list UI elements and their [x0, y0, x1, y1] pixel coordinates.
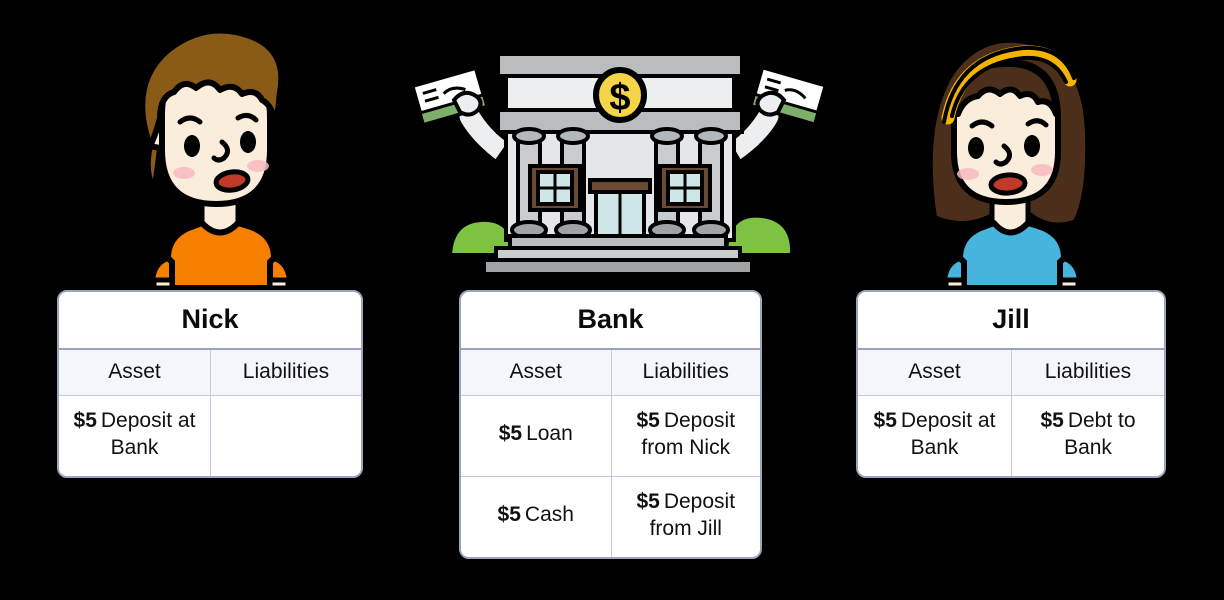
column-header-asset: Asset	[108, 360, 161, 383]
liability-label: Deposit from Nick	[641, 409, 736, 459]
table-header-row: Asset Liabilities	[461, 348, 760, 396]
asset-label: Deposit at Bank	[100, 409, 196, 459]
asset-amount: $5	[497, 503, 521, 527]
asset-label: Deposit at Bank	[900, 409, 996, 459]
svg-text:$: $	[609, 77, 630, 119]
column-header-asset: Asset	[908, 360, 961, 383]
column-header-liabilities: Liabilities	[210, 350, 361, 395]
table-title-jill: Jill	[858, 292, 1164, 348]
liability-cell	[210, 396, 361, 476]
girl-character-icon	[900, 18, 1120, 291]
boy-character-icon	[110, 18, 330, 291]
table-title-bank: Bank	[461, 292, 760, 348]
liability-label: Deposit from Jill	[649, 489, 736, 540]
bank-building-icon: $	[409, 40, 830, 290]
table-header-row: Asset Liabilities	[858, 348, 1164, 396]
asset-amount: $5	[498, 422, 523, 446]
asset-label: Cash	[524, 503, 574, 527]
column-header-liabilities: Liabilities	[610, 350, 761, 395]
asset-amount: $5	[73, 409, 97, 432]
column-header-liabilities: Liabilities	[1011, 350, 1164, 395]
liability-amount: $5	[636, 489, 660, 513]
asset-amount: $5	[873, 409, 897, 432]
table-header-row: Asset Liabilities	[59, 348, 361, 396]
table-title-nick: Nick	[59, 292, 361, 348]
liability-label: Debt to Bank	[1064, 409, 1136, 459]
liability-amount: $5	[636, 409, 660, 432]
column-header-asset: Asset	[509, 360, 563, 383]
liability-amount: $5	[1040, 409, 1064, 432]
asset-label: Loan	[526, 422, 573, 446]
